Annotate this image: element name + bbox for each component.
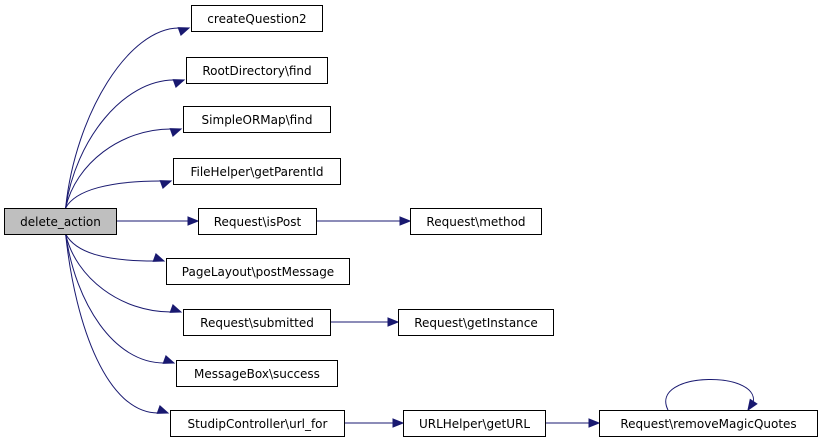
node-label: MessageBox\success — [194, 367, 320, 381]
edge-line — [65, 180, 162, 209]
node-box — [410, 208, 542, 235]
node-label: PageLayout\postMessage — [182, 265, 334, 279]
edge-delete-action-to-messagebox-success — [65, 233, 176, 364]
node-box — [186, 57, 328, 84]
node-studipcontroller-url-for[interactable]: StudipController\url_for — [170, 410, 345, 437]
node-box — [183, 309, 331, 336]
node-request-ispost[interactable]: Request\isPost — [198, 208, 317, 235]
edge-studipcontroller-url-for-to-urlhelper-geturl — [344, 418, 405, 428]
arrowhead — [187, 216, 200, 226]
node-urlhelper-geturl[interactable]: URLHelper\getURL — [403, 410, 546, 437]
node-label: SimpleORMap\find — [202, 113, 313, 127]
arrowhead — [162, 354, 176, 364]
edge-delete-action-to-request-submitted — [65, 233, 183, 313]
node-box — [599, 410, 818, 437]
node-box — [170, 410, 345, 437]
node-request-method[interactable]: Request\method — [410, 208, 542, 235]
node-delete-action[interactable]: delete_action — [4, 208, 117, 235]
edge-line — [665, 379, 754, 411]
node-filehelper-getparentid[interactable]: FileHelper\getParentId — [173, 158, 341, 185]
arrowhead — [152, 252, 166, 262]
edge-delete-action-to-rootdirectory-find — [65, 79, 186, 209]
edge-request-submitted-to-request-getinstance — [330, 317, 400, 327]
edge-line — [65, 233, 155, 262]
node-label: Request\getInstance — [414, 316, 538, 330]
node-box — [191, 5, 323, 32]
node-label: Request\submitted — [200, 316, 314, 330]
arrowhead — [588, 418, 601, 428]
edge-line — [65, 128, 172, 209]
node-label: Request\removeMagicQuotes — [620, 417, 796, 431]
node-box — [398, 309, 554, 336]
edge-delete-action-to-createquestion2 — [65, 27, 191, 209]
edge-line — [65, 233, 165, 364]
node-box — [176, 360, 338, 387]
arrowhead — [172, 79, 186, 89]
node-label: Request\isPost — [214, 215, 302, 229]
arrowhead — [169, 128, 183, 138]
arrowhead — [747, 398, 758, 412]
edge-line — [65, 79, 175, 209]
edge-urlhelper-geturl-to-request-removemagicquotes — [545, 418, 601, 428]
node-box — [173, 158, 341, 185]
node-request-removemagicquotes[interactable]: Request\removeMagicQuotes — [599, 410, 818, 437]
edge-request-removemagicquotes-to-request-removemagicquotes — [665, 379, 758, 412]
node-simpleormap-find[interactable]: SimpleORMap\find — [183, 106, 331, 133]
node-rootdirectory-find[interactable]: RootDirectory\find — [186, 57, 328, 84]
edge-request-ispost-to-request-method — [316, 216, 412, 226]
edge-delete-action-to-request-ispost — [116, 216, 200, 226]
node-box — [166, 258, 350, 285]
node-label: FileHelper\getParentId — [190, 165, 323, 179]
node-label: StudipController\url_for — [188, 417, 328, 431]
arrowhead — [156, 404, 170, 414]
node-label: URLHelper\getURL — [419, 417, 530, 431]
node-label: createQuestion2 — [207, 12, 306, 26]
node-messagebox-success[interactable]: MessageBox\success — [176, 360, 338, 387]
node-pagelayout-postmessage[interactable]: PageLayout\postMessage — [166, 258, 350, 285]
arrowhead — [392, 418, 405, 428]
arrowhead — [177, 27, 191, 37]
arrowhead — [399, 216, 412, 226]
node-box — [183, 106, 331, 133]
node-box — [403, 410, 546, 437]
nodes-layer: delete_action createQuestion2RootDirector… — [4, 5, 818, 437]
node-box — [198, 208, 317, 235]
edge-delete-action-to-pagelayout-postmessage — [65, 233, 166, 262]
edge-delete-action-to-filehelper-getparentid — [65, 180, 173, 209]
node-label: delete_action — [20, 215, 101, 229]
node-box — [4, 208, 117, 235]
edge-delete-action-to-studipcontroller-url-for — [65, 233, 170, 414]
edges-layer — [65, 27, 758, 428]
edge-delete-action-to-simpleormap-find — [65, 128, 183, 209]
edge-line — [65, 233, 159, 414]
arrowhead — [159, 180, 173, 190]
node-label: RootDirectory\find — [202, 64, 311, 78]
node-request-getinstance[interactable]: Request\getInstance — [398, 309, 554, 336]
node-createquestion2[interactable]: createQuestion2 — [191, 5, 323, 32]
node-request-submitted[interactable]: Request\submitted — [183, 309, 331, 336]
arrowhead — [169, 303, 183, 313]
edge-line — [65, 27, 180, 209]
arrowhead — [387, 317, 400, 327]
node-label: Request\method — [426, 215, 525, 229]
edge-line — [65, 233, 172, 313]
